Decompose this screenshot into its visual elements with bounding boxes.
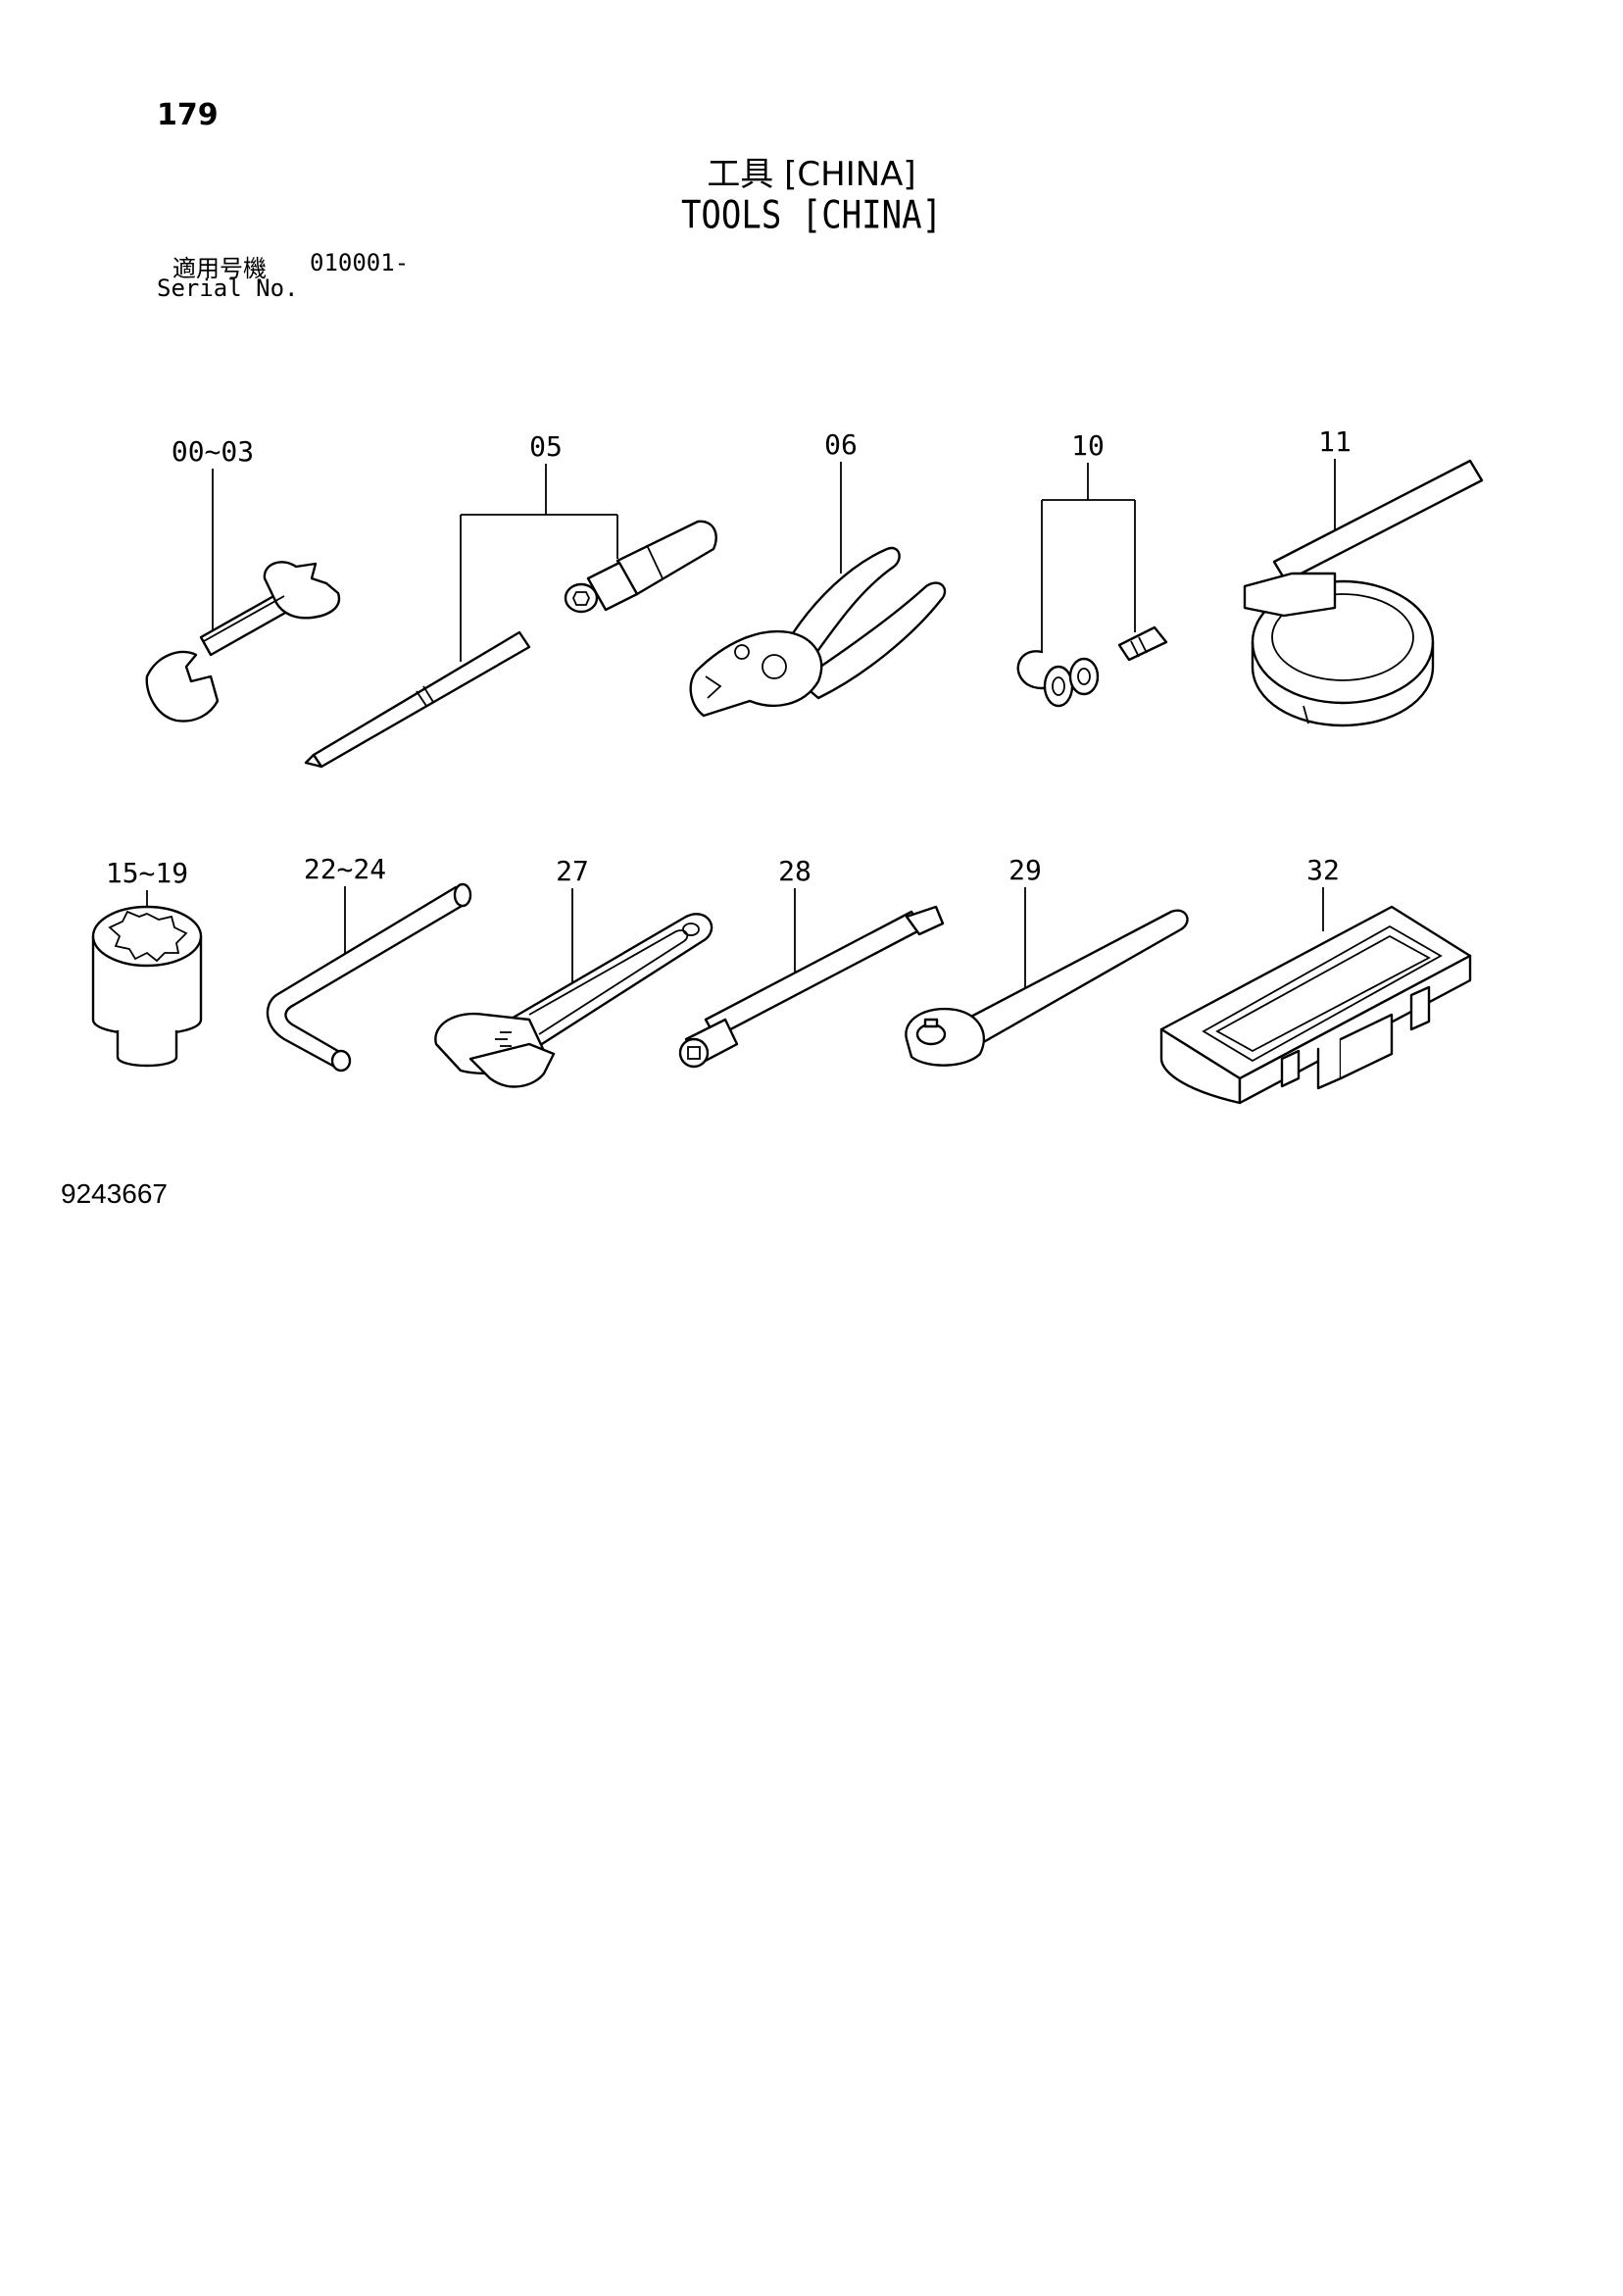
serial-value: 010001- [310,249,410,276]
document-number: 9243667 [61,1178,169,1209]
callout-label-11: 11 [1318,425,1352,458]
extension-bar-icon [678,905,945,1069]
filter-wrench-icon [1243,459,1484,727]
callout-label-32: 32 [1306,854,1340,886]
shackle-icon [1016,625,1168,708]
ratchet-icon [905,909,1189,1067]
callout-32: 32 [1306,854,1340,931]
callout-00-03: 00~03 [172,435,254,642]
callout-label-28: 28 [778,855,812,887]
serial-label-jp: 適用号機 [172,255,267,282]
hex-driver-icon [564,520,717,614]
serial-label-en: Serial No. [157,275,299,302]
page-title-en: TOOLS [CHINA] [680,193,943,238]
callout-05: 05 [460,430,618,662]
callout-label-10: 10 [1071,429,1105,462]
pliers-icon [689,546,947,718]
page-title-jp: 工具 [CHINA] [707,155,916,194]
callout-label-27: 27 [556,855,589,887]
callout-15-19: 15~19 [106,857,188,907]
callout-label-22-24: 22~24 [304,853,386,885]
callout-label-29: 29 [1008,854,1042,886]
callout-28: 28 [778,855,812,990]
drift-pin-icon [304,630,531,769]
callout-06: 06 [824,428,858,574]
callout-11: 11 [1318,425,1352,529]
hex-key-icon [266,882,472,1073]
adjustable-wrench-icon [434,913,713,1088]
callout-label-15-19: 15~19 [106,857,188,889]
callout-label-05: 05 [529,430,563,463]
callout-29: 29 [1008,854,1042,995]
page-number: 179 [157,98,219,132]
tool-box-icon [1159,905,1472,1105]
callout-label-06: 06 [824,428,858,461]
open-end-wrench-icon [145,561,341,723]
callout-27: 27 [556,855,589,1000]
callout-22-24: 22~24 [304,853,386,956]
socket-icon [91,905,203,1068]
callout-10: 10 [1041,429,1136,652]
callout-label-00-03: 00~03 [172,435,254,468]
